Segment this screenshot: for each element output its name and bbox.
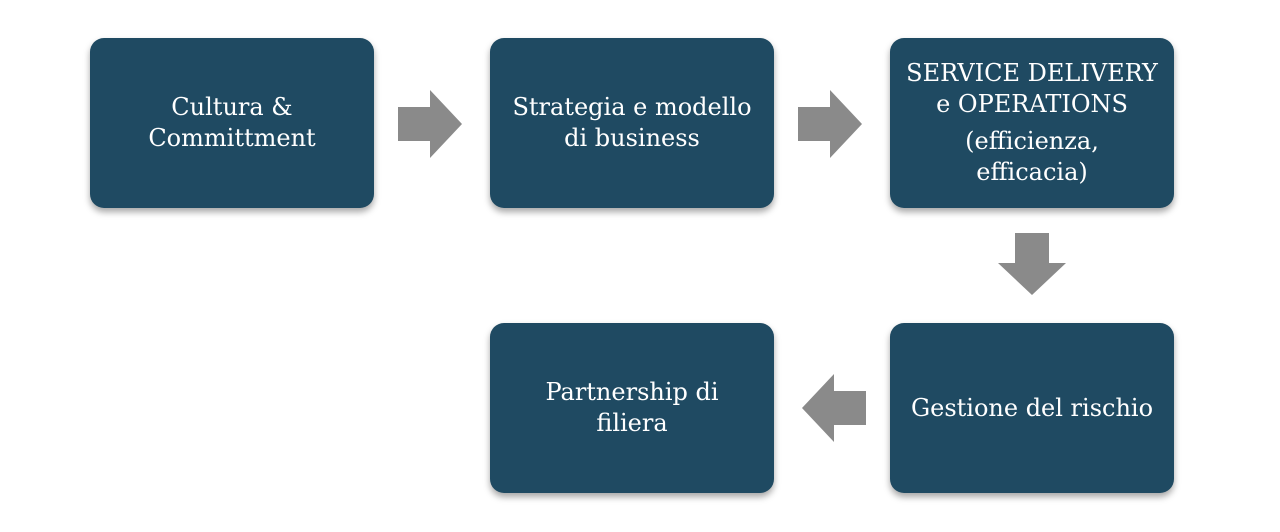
step-label-strategia: Strategia e modello di business [512, 93, 752, 152]
right-arrow-icon [798, 90, 862, 158]
step-box-strategia: Strategia e modello di business [490, 38, 774, 208]
step-label-service-delivery: SERVICE DELIVERY e OPERATIONS [906, 59, 1158, 118]
step-box-partnership: Partnership di filiera [490, 323, 774, 493]
step-box-cultura: Cultura & Committment [90, 38, 374, 208]
left-arrow-icon [802, 374, 866, 442]
right-arrow-icon [398, 90, 462, 158]
step-sublabel-service-delivery: (efficienza, efficacia) [965, 127, 1099, 186]
step-box-service-delivery: SERVICE DELIVERY e OPERATIONS (efficienz… [890, 38, 1174, 208]
step-label-gestione-rischio: Gestione del rischio [910, 393, 1154, 422]
step-label-partnership: Partnership di filiera [545, 378, 719, 437]
step-box-gestione-rischio: Gestione del rischio [890, 323, 1174, 493]
down-arrow-icon [998, 233, 1066, 295]
step-label-cultura: Cultura & Committment [148, 93, 316, 152]
